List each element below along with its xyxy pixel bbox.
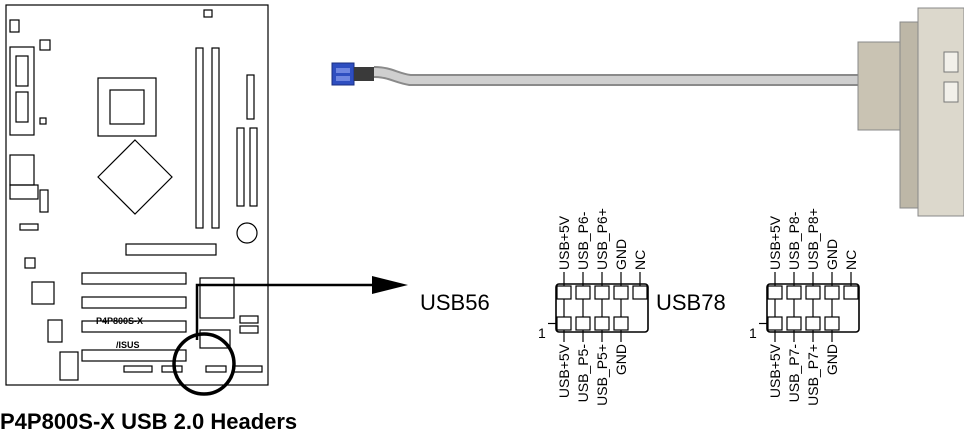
bracket-face <box>917 7 964 217</box>
pin-label-top: NC <box>843 250 859 270</box>
board-component <box>233 365 263 373</box>
pin <box>575 316 591 331</box>
pin-label-bottom: GND <box>613 344 629 375</box>
board-component <box>39 117 47 125</box>
rear-io-ports <box>9 46 35 136</box>
pin <box>767 285 783 300</box>
northbridge-chip <box>97 139 173 215</box>
rear-io-port <box>15 55 29 87</box>
pin <box>824 285 840 300</box>
pointer-arrow <box>195 276 408 340</box>
rear-io-port <box>15 91 29 123</box>
board-component <box>19 223 39 231</box>
usb-bracket-cable <box>331 7 964 217</box>
bracket-body <box>857 41 907 131</box>
board-component <box>203 9 213 18</box>
pin <box>843 285 859 300</box>
pin <box>805 316 821 331</box>
pin-label-bottom: GND <box>824 344 840 375</box>
dimm-slot <box>195 47 204 229</box>
pin-label-bottom: USB+5V <box>556 343 572 398</box>
board-component <box>31 281 55 305</box>
pin-label-top: GND <box>613 239 629 270</box>
bracket-plate <box>899 21 921 209</box>
pci-slot <box>81 349 187 362</box>
pin1-label: 1 <box>749 325 757 341</box>
agp-slot <box>125 243 217 256</box>
pin-label-top: GND <box>824 239 840 270</box>
board-outline <box>5 4 269 386</box>
pin <box>613 316 629 331</box>
pin <box>556 316 572 331</box>
cpu-socket-inner <box>109 89 145 125</box>
pin-label-top: USB_P8+ <box>805 208 821 270</box>
pci-slot <box>81 320 187 333</box>
pin <box>575 285 591 300</box>
pin-label-bottom: USB_P5+ <box>594 344 610 406</box>
usb78-header-mini <box>205 365 227 373</box>
board-component <box>249 127 258 207</box>
board-component <box>47 319 63 343</box>
pin1-label: 1 <box>538 325 546 341</box>
pin-label-top: USB_P6- <box>575 211 591 270</box>
pin-label-top: NC <box>632 250 648 270</box>
sata-connector <box>239 315 259 324</box>
motherboard-layout <box>5 4 269 396</box>
pin-label-top: USB+5V <box>767 215 783 270</box>
pin <box>786 285 802 300</box>
pin <box>767 316 783 331</box>
pin <box>613 285 629 300</box>
pin-label-top: USB+5V <box>556 215 572 270</box>
pin-label-bottom: USB+5V <box>767 343 783 398</box>
pin-label-bottom: USB_P7+ <box>805 344 821 406</box>
pin-label-bottom: USB_P7- <box>786 344 802 403</box>
pin-label-top: USB_P8- <box>786 211 802 270</box>
pin-label-top: USB_P6+ <box>594 208 610 270</box>
usb-port <box>943 81 959 103</box>
figure-caption: P4P800S-X USB 2.0 Headers <box>0 409 298 434</box>
board-component <box>9 19 20 33</box>
pin <box>824 316 840 331</box>
pin-label-bottom: USB_P5- <box>575 344 591 403</box>
pci-slot <box>81 296 187 309</box>
southbridge-chip <box>199 277 235 319</box>
usb-header-highlight-circle <box>172 332 236 396</box>
pin <box>632 285 648 300</box>
board-component <box>39 39 51 51</box>
sata-connector <box>239 325 259 334</box>
board-component <box>199 329 231 349</box>
cable-grommet <box>354 67 374 81</box>
board-component <box>246 74 255 120</box>
header-name: USB56 <box>420 290 490 315</box>
dimm-slot <box>211 47 220 229</box>
board-component <box>39 189 49 213</box>
board-component <box>236 127 245 207</box>
board-component <box>59 351 79 381</box>
rear-io-port <box>9 154 35 186</box>
blue-header-connector <box>331 62 355 86</box>
board-component <box>123 365 153 373</box>
pin <box>805 285 821 300</box>
pci-slot <box>81 272 187 285</box>
usb-port <box>943 51 959 73</box>
audio-port <box>9 184 39 200</box>
pin <box>556 285 572 300</box>
motherboard-model-label: P4P800S-X <box>96 316 143 326</box>
usb56-header-mini <box>161 365 183 373</box>
board-component <box>24 257 36 269</box>
cpu-socket <box>97 77 157 137</box>
pin <box>786 316 802 331</box>
pin <box>594 316 610 331</box>
pin <box>594 285 610 300</box>
header-name: USB78 <box>656 290 726 315</box>
battery <box>236 222 258 244</box>
motherboard-brand-label: /ISUS <box>116 340 140 350</box>
